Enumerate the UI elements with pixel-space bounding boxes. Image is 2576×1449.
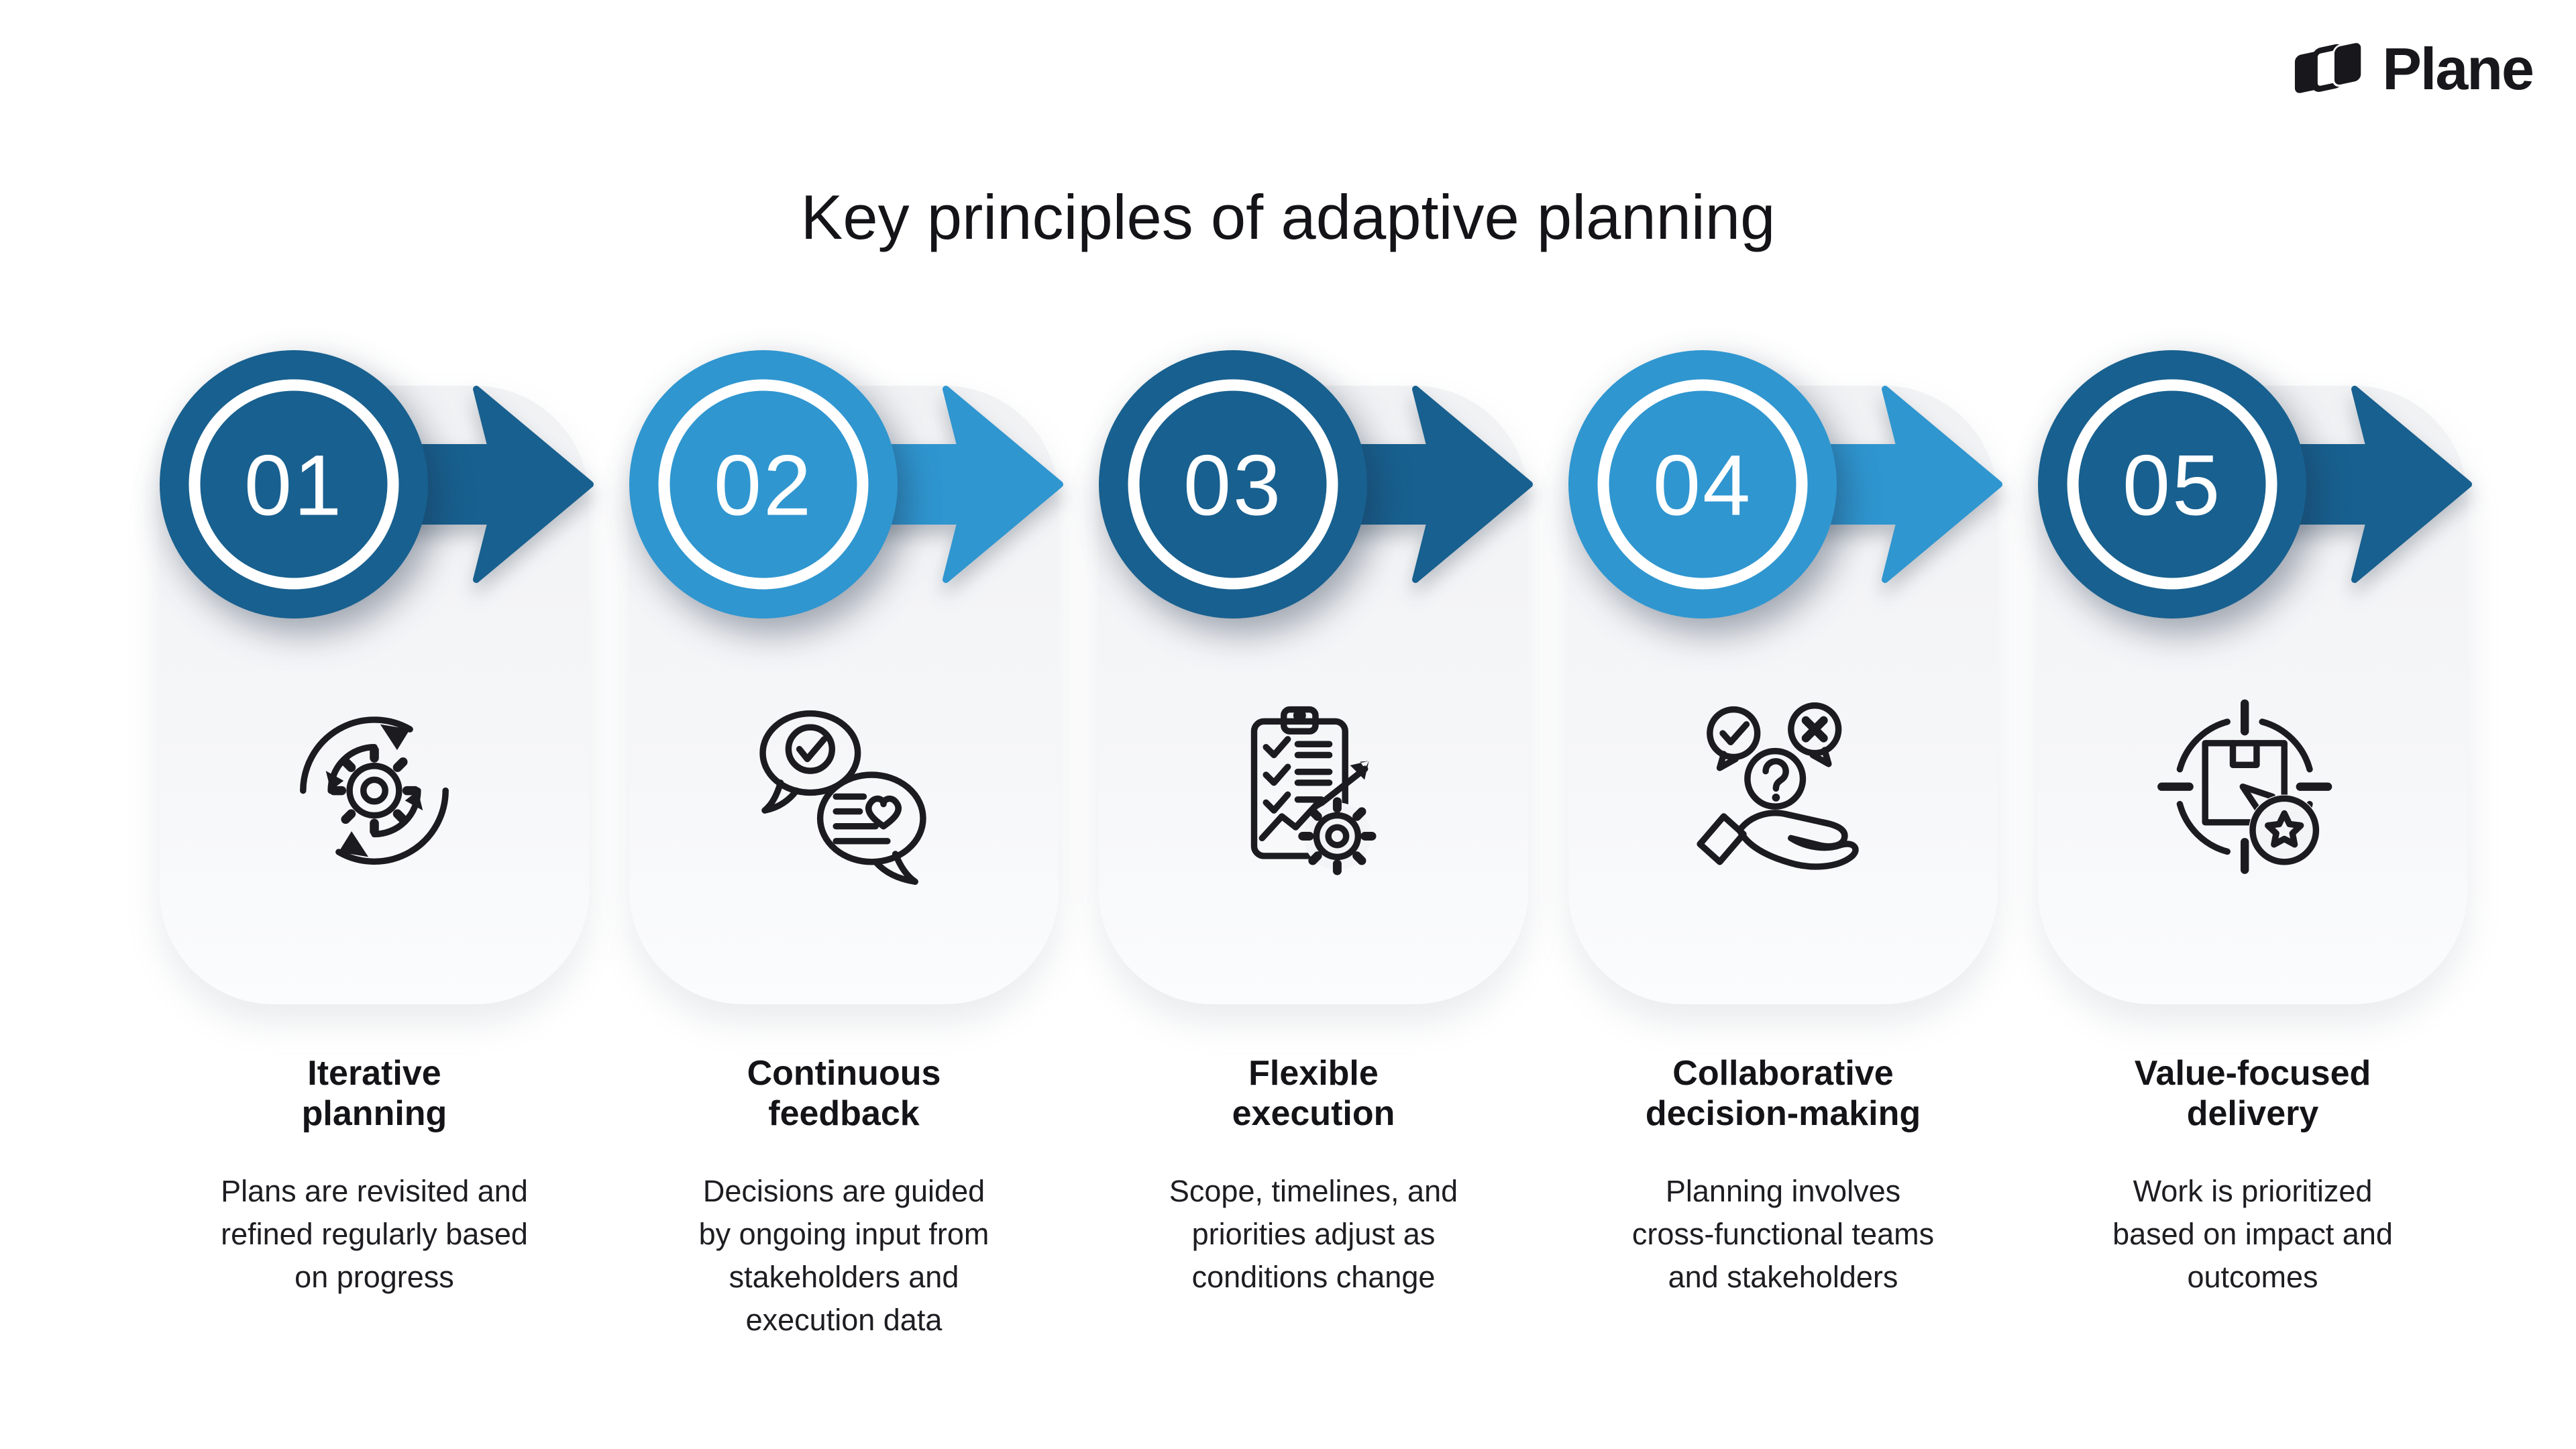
step-heading: Value-focused delivery xyxy=(2134,1054,2371,1134)
step-heading: Continuous feedback xyxy=(747,1054,941,1134)
plane-logo-text: Plane xyxy=(2382,36,2534,102)
step-heading: Flexible execution xyxy=(1232,1054,1395,1134)
steps-row: 01 xyxy=(160,350,2472,1430)
step-card-2: 02 xyxy=(629,350,1063,1430)
clipboard-gear-icon xyxy=(1215,696,1413,894)
page-title: Key principles of adaptive planning xyxy=(800,182,1776,252)
step-number: 01 xyxy=(244,438,343,534)
step-card-5: 05 xyxy=(2038,350,2472,1430)
step-description: Decisions are guided by ongoing input fr… xyxy=(698,1174,989,1337)
step-description: Plans are revisited and refined regularl… xyxy=(221,1174,528,1294)
step-number: 03 xyxy=(1183,438,1283,534)
step-4-badge: 04 xyxy=(1568,350,2002,619)
step-3-badge: 03 xyxy=(1099,350,1533,619)
step-heading: Collaborative decision-making xyxy=(1645,1054,1921,1134)
step-card-4: 04 xyxy=(1568,350,2002,1430)
step-2-badge: 02 xyxy=(629,350,1063,619)
step-1-badge: 01 xyxy=(160,350,594,619)
iterative-cycle-icon xyxy=(276,696,474,894)
step-description: Planning involves cross-functional teams… xyxy=(1631,1174,1935,1294)
step-card-3: 03 xyxy=(1099,350,1533,1430)
plane-logo-mark-icon xyxy=(2295,41,2363,93)
step-description: Scope, timelines, and priorities adjust … xyxy=(1169,1174,1458,1294)
feedback-bubbles-icon xyxy=(745,696,943,894)
step-description: Work is prioritized based on impact and … xyxy=(2112,1174,2393,1294)
decision-hand-icon xyxy=(1684,696,1882,894)
step-number: 05 xyxy=(2123,438,2222,534)
step-number: 02 xyxy=(714,438,813,534)
value-target-icon xyxy=(2154,696,2352,894)
plane-logo: Plane xyxy=(2292,35,2534,103)
step-number: 04 xyxy=(1653,438,1752,534)
step-card-1: 01 xyxy=(160,350,594,1430)
step-5-badge: 05 xyxy=(2038,350,2472,619)
step-heading: Iterative planning xyxy=(301,1054,447,1134)
